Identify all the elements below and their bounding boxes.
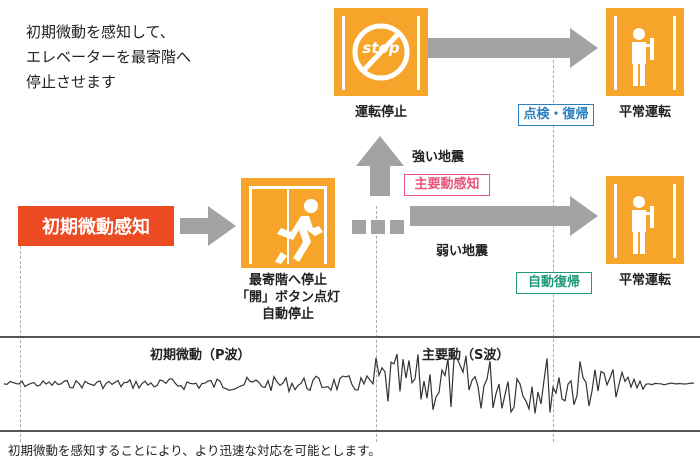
stop-icon-text: stop xyxy=(362,39,400,57)
arrow-up-strong-quake xyxy=(356,136,404,196)
waveform-bottom-rule xyxy=(0,430,700,432)
normal-operation-caption-bottom: 平常運転 xyxy=(618,273,671,288)
ellipsis-square-2 xyxy=(371,220,385,234)
nearest-floor-caption: 最寄階へ停止 「開」ボタン点灯 自動停止 xyxy=(235,273,340,322)
arrow-to-elevator xyxy=(180,206,236,246)
ellipsis-square-3 xyxy=(390,220,404,234)
guide-line-right xyxy=(553,60,554,442)
standing-person-icon xyxy=(614,16,676,90)
arrow-to-normal-top xyxy=(428,28,598,68)
main-motion-badge: 主要動感知 xyxy=(404,174,490,196)
strong-quake-label: 強い地震 xyxy=(412,150,465,165)
inspect-restore-badge: 点検・復帰 xyxy=(518,104,594,126)
guide-line-left xyxy=(20,246,21,442)
initial-detection-box: 初期微動感知 xyxy=(18,206,174,246)
stop-icon xyxy=(342,16,420,90)
s-wave-label: 主要動（S波） xyxy=(422,348,510,363)
operation-stop-caption: 運転停止 xyxy=(354,105,407,120)
running-person-icon xyxy=(249,186,327,264)
guide-line-center xyxy=(376,206,377,442)
elevator-nearest-floor-stop xyxy=(241,178,335,268)
normal-operation-caption-top: 平常運転 xyxy=(618,105,671,120)
p-wave-label: 初期微動（P波） xyxy=(150,348,251,363)
standing-person-icon xyxy=(614,184,676,258)
seismic-waveform xyxy=(3,353,694,414)
ellipsis-square-1 xyxy=(352,220,366,234)
auto-restore-badge: 自動復帰 xyxy=(516,272,592,294)
waveform-top-rule xyxy=(0,336,700,338)
elevator-operation-stop: stop xyxy=(334,8,428,96)
elevator-normal-top xyxy=(606,8,684,96)
footer-note: 初期微動を感知することにより、より迅速な対応を可能とします。 xyxy=(8,443,381,458)
seismic-waveform-line xyxy=(3,353,694,414)
arrow-to-normal-bottom xyxy=(410,196,598,236)
elevator-normal-bottom xyxy=(606,176,684,264)
intro-text: 初期微動を感知して、 エレベーターを最寄階へ 停止させます xyxy=(26,23,192,91)
weak-quake-label: 弱い地震 xyxy=(436,244,489,259)
